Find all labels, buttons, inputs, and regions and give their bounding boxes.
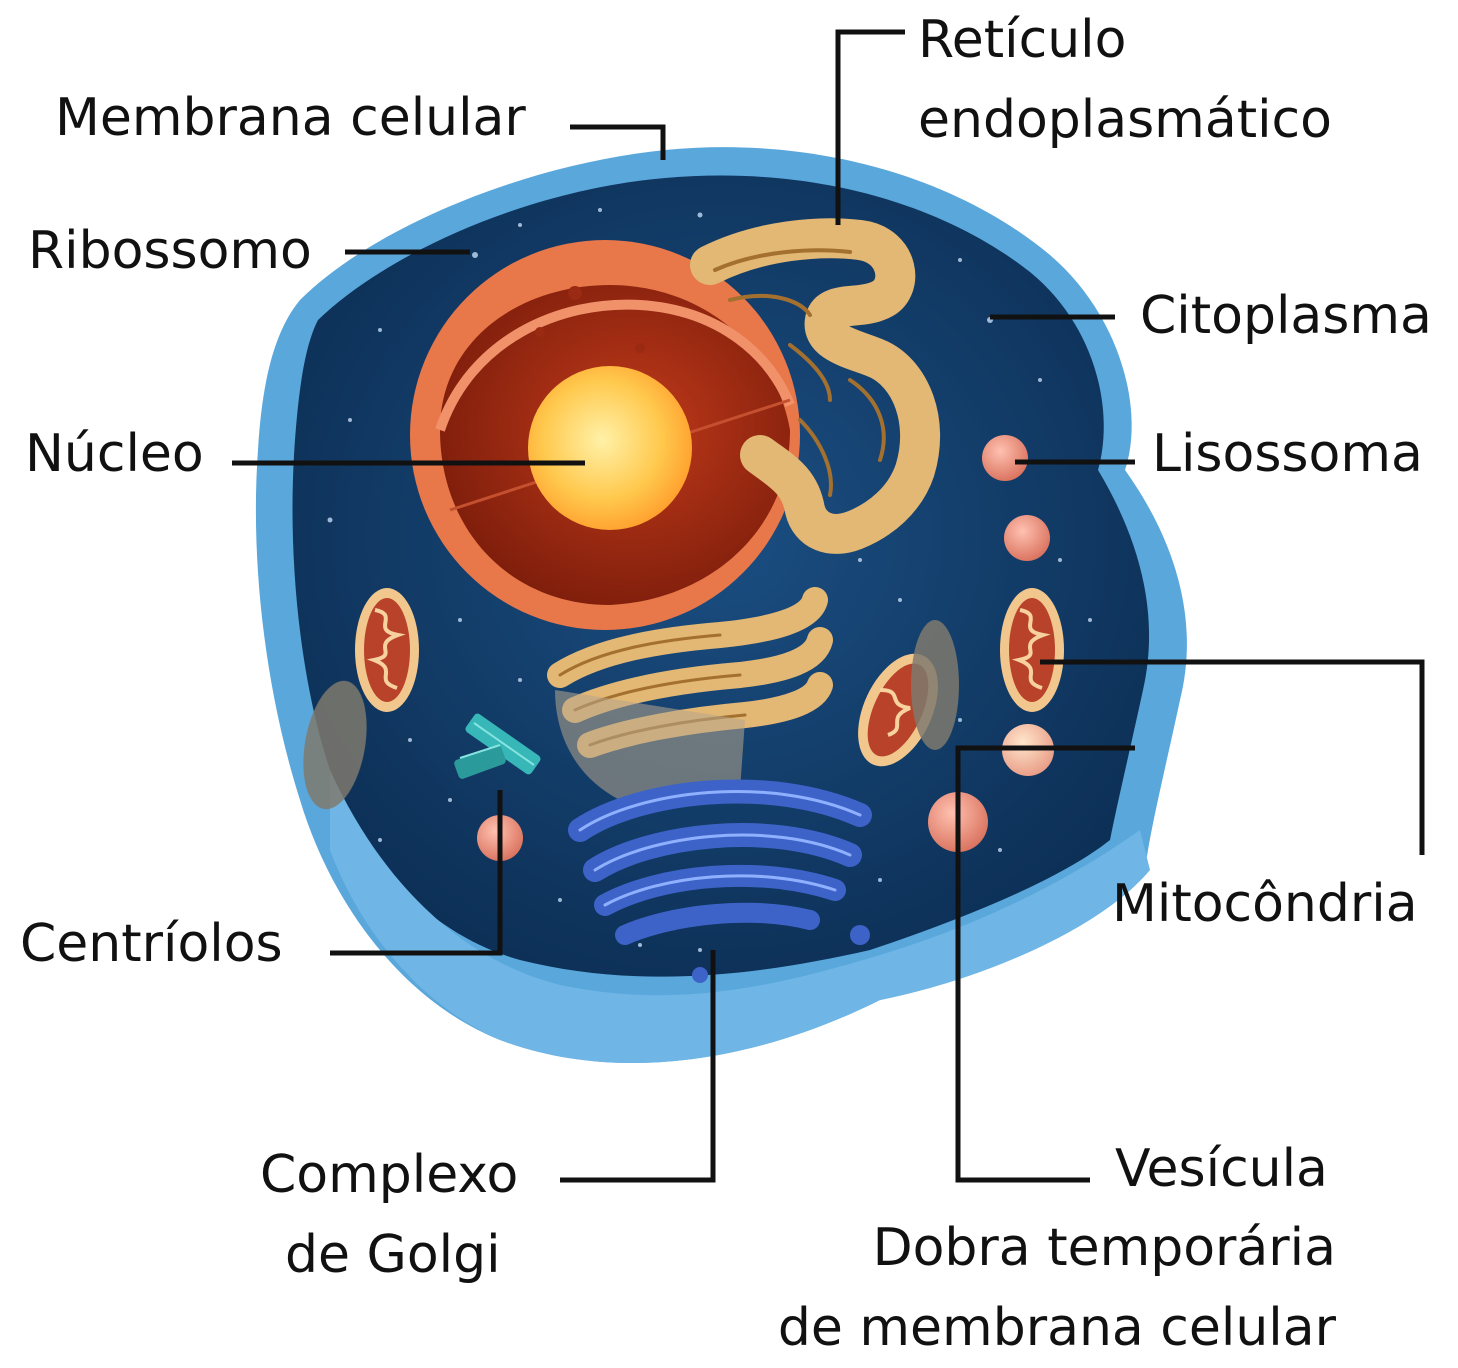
label-lisossoma: Lisossoma <box>1152 428 1423 480</box>
label-ribossomo: Ribossomo <box>28 225 312 277</box>
label-nucleo: Núcleo <box>25 428 204 480</box>
label-centriolos: Centríolos <box>20 918 283 970</box>
label-dobra-line1: Dobra temporária <box>778 1208 1336 1288</box>
label-complexo-golgi-line2: de Golgi <box>260 1215 518 1295</box>
label-membrana-celular: Membrana celular <box>55 92 526 144</box>
label-complexo-golgi-line1: Complexo <box>260 1135 518 1215</box>
label-citoplasma: Citoplasma <box>1140 290 1432 342</box>
label-reticulo-line2: endoplasmático <box>918 80 1332 160</box>
label-reticulo-endoplasmatico: Retículo endoplasmático <box>918 0 1332 160</box>
label-mitocondria: Mitocôndria <box>1112 878 1418 930</box>
label-complexo-golgi: Complexo de Golgi <box>260 1135 518 1295</box>
mitochondrion-right <box>1000 588 1064 712</box>
label-dobra-temporaria: Dobra temporária de membrana celular <box>778 1208 1336 1368</box>
label-reticulo-line1: Retículo <box>918 0 1332 80</box>
mitochondrion-left <box>355 588 419 712</box>
label-dobra-line2: de membrana celular <box>778 1288 1336 1368</box>
label-vesicula: Vesícula <box>1115 1143 1328 1195</box>
